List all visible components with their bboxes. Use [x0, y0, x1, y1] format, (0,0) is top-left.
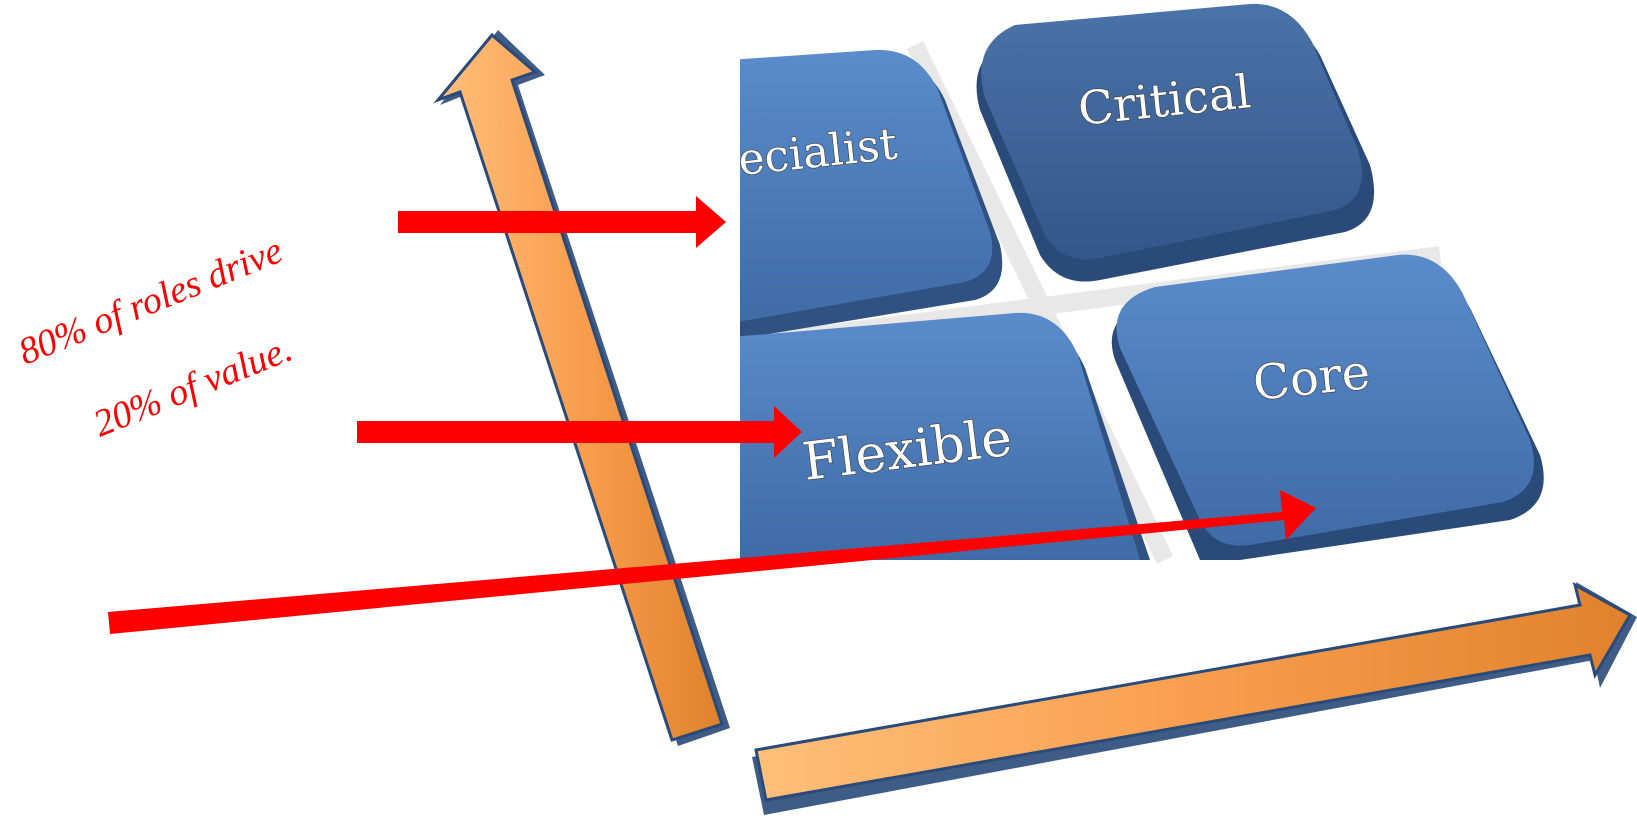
callout-arrow-specialist	[398, 196, 726, 248]
vertical-axis-arrow	[433, 30, 730, 746]
quadrant-key-critical	[976, 3, 1375, 282]
callout-note-line2: 20% of value.	[88, 328, 298, 446]
callout-arrow-core	[108, 490, 1316, 634]
quadrant-key-core	[1111, 254, 1544, 560]
quadrant-key-specialist	[740, 49, 1003, 339]
quadrant-grid: ecialist Critical Flexible Core	[740, 3, 1544, 563]
quadrant-key-flexible	[740, 312, 1150, 560]
horizontal-axis-arrow	[752, 582, 1637, 815]
callout-arrow-flexible	[357, 406, 802, 458]
quadrant-label-core: Core	[1250, 344, 1372, 412]
quadrant-label-critical: Critical	[1076, 64, 1254, 136]
callout-note: 80% of roles drive 20% of value.	[13, 229, 298, 445]
